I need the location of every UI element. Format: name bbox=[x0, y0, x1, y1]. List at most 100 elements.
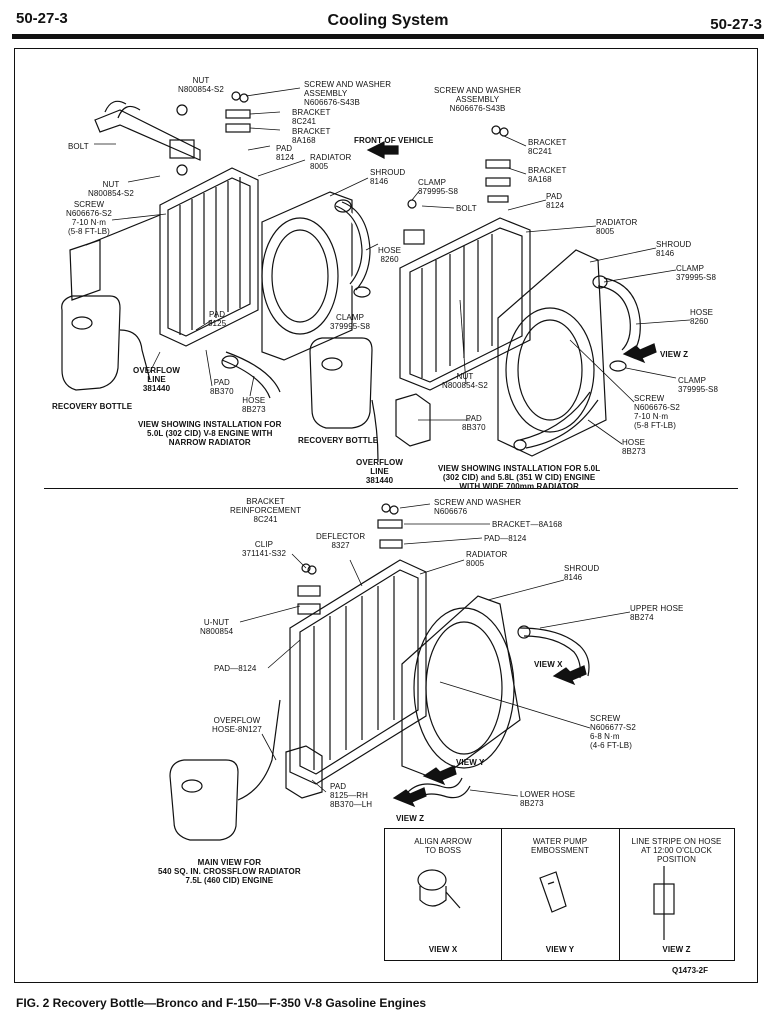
label-view3-screw-washer: SCREW AND WASHER N606676 bbox=[434, 498, 522, 516]
label-view2-clamp-right: CLAMP 379995-S8 bbox=[676, 264, 717, 282]
view2-pad bbox=[395, 393, 431, 447]
label-hose-8260: HOSE 8260 bbox=[378, 246, 402, 264]
label-bolt: BOLT bbox=[68, 142, 89, 151]
label-view2-hose-8b273: HOSE 8B273 bbox=[622, 438, 646, 456]
label-pad-8b370: PAD 8B370 bbox=[210, 378, 234, 396]
label-shroud: SHROUD 8146 bbox=[370, 168, 406, 186]
view2-bracket-stack bbox=[403, 125, 511, 245]
page-header: 50-27-3 Cooling System 50-27-3 bbox=[0, 0, 776, 40]
view1-shroud bbox=[261, 191, 353, 361]
label-overflow-line: OVERFLOW LINE 381440 bbox=[133, 366, 181, 393]
label-view2-hose-8260: HOSE 8260 bbox=[690, 308, 714, 326]
view1-recovery-bottle bbox=[61, 295, 151, 391]
label-bracket-8c241: BRACKET 8C241 bbox=[292, 108, 331, 126]
caption-view2: VIEW SHOWING INSTALLATION FOR 5.0L (302 … bbox=[438, 464, 601, 491]
figure-caption: FIG. 2 Recovery Bottle—Bronco and F-150—… bbox=[16, 996, 427, 1010]
inset-view-y-label: VIEW Y bbox=[545, 945, 575, 954]
view2-recovery-bottle bbox=[309, 337, 379, 461]
label-clamp-lower: CLAMP 379995-S8 bbox=[330, 313, 371, 331]
label-view3-pad-top: PAD—8124 bbox=[484, 534, 527, 543]
label-nut-top: NUT N800854-S2 bbox=[178, 76, 224, 94]
label-view3-deflector: DEFLECTOR 8327 bbox=[316, 532, 366, 550]
view2-shroud bbox=[497, 249, 607, 457]
label-view2-screw-washer: SCREW AND WASHER ASSEMBLY N606676-S43B bbox=[434, 86, 522, 113]
label-view2-bracket-8c241: BRACKET 8C241 bbox=[528, 138, 567, 156]
inset-view-z: LINE STRIPE ON HOSE AT 12:00 O'CLOCK POS… bbox=[619, 829, 734, 960]
label-pad-8125: PAD 8125 bbox=[208, 310, 227, 328]
label-view2-clamp-lower: CLAMP 379995-S8 bbox=[678, 376, 719, 394]
label-view2-pad: PAD 8124 bbox=[546, 192, 565, 210]
label-view2-nut: NUT N800854-S2 bbox=[442, 372, 488, 390]
label-view3-view-x: VIEW X bbox=[534, 660, 563, 669]
label-view2-recovery-bottle: RECOVERY BOTTLE bbox=[298, 436, 379, 445]
label-view2-radiator: RADIATOR 8005 bbox=[596, 218, 638, 236]
view1-radiator bbox=[159, 167, 259, 347]
detail-insets: ALIGN ARROW TO BOSS VIEW X WATER PUMP EM… bbox=[384, 828, 735, 961]
inset-view-y-title: WATER PUMP EMBOSSMENT bbox=[531, 837, 589, 855]
page-number-right: 50-27-3 bbox=[710, 16, 762, 33]
label-view3-lower-hose: LOWER HOSE 8B273 bbox=[520, 790, 576, 808]
label-bracket-8a168: BRACKET 8A168 bbox=[292, 127, 331, 145]
label-view3-radiator: RADIATOR 8005 bbox=[466, 550, 508, 568]
label-view3-u-nut: U-NUT N800854 bbox=[200, 618, 234, 636]
label-view3-overflow-hose: OVERFLOW HOSE-8N127 bbox=[212, 716, 262, 734]
label-view3-bracket-reinf: BRACKET REINFORCEMENT 8C241 bbox=[230, 497, 302, 524]
view3-view-z-arrow bbox=[392, 787, 427, 808]
header-rule bbox=[12, 34, 764, 39]
label-view3-clip: CLIP 371141-S32 bbox=[242, 540, 286, 558]
label-view2-screw: SCREW N606676-S2 7-10 N·m (5-8 FT-LB) bbox=[634, 394, 680, 430]
label-view2-shroud: SHROUD 8146 bbox=[656, 240, 692, 258]
leader-lines bbox=[94, 87, 691, 797]
view3-pad bbox=[285, 745, 323, 799]
view3-radiator bbox=[289, 559, 427, 785]
label-view3-pad-left: PAD—8124 bbox=[214, 664, 257, 673]
figure-divider bbox=[44, 488, 738, 489]
view3-view-x-arrow bbox=[552, 665, 587, 686]
label-screw-washer: SCREW AND WASHER ASSEMBLY N606676-S43B bbox=[304, 80, 392, 107]
label-radiator: RADIATOR 8005 bbox=[310, 153, 352, 171]
label-pad-8124: PAD 8124 bbox=[276, 144, 295, 162]
inset-view-z-sketch bbox=[653, 866, 675, 940]
label-view2-bracket-8a168: BRACKET 8A168 bbox=[528, 166, 567, 184]
figure-code: Q1473-2F bbox=[672, 966, 709, 975]
view3-recovery-bottle bbox=[169, 699, 281, 841]
inset-view-x-sketch bbox=[417, 869, 461, 909]
view2-view-z-arrow bbox=[622, 343, 657, 364]
label-view3-bracket: BRACKET—8A168 bbox=[492, 520, 563, 529]
label-view2-view-z: VIEW Z bbox=[660, 350, 689, 359]
label-hose-8b273: HOSE 8B273 bbox=[242, 396, 266, 414]
caption-view1: VIEW SHOWING INSTALLATION FOR 5.0L (302 … bbox=[138, 420, 282, 447]
label-view3-view-y: VIEW Y bbox=[456, 758, 485, 767]
inset-view-y-sketch bbox=[539, 871, 567, 913]
inset-view-z-title: LINE STRIPE ON HOSE AT 12:00 O'CLOCK POS… bbox=[631, 837, 722, 864]
front-of-vehicle-arrow bbox=[366, 141, 399, 159]
label-view3-upper-hose: UPPER HOSE 8B274 bbox=[630, 604, 684, 622]
inset-view-x-label: VIEW X bbox=[428, 945, 458, 954]
view1-hoses bbox=[221, 199, 371, 399]
label-view2-clamp-top: CLAMP 379995-S8 bbox=[418, 178, 459, 196]
label-recovery-bottle: RECOVERY BOTTLE bbox=[52, 402, 133, 411]
view1-bracket-arm bbox=[69, 100, 201, 301]
label-view2-overflow-line: OVERFLOW LINE 381440 bbox=[356, 458, 404, 485]
inset-view-x-title: ALIGN ARROW TO BOSS bbox=[414, 837, 472, 855]
label-view3-pad-8125: PAD 8125—RH 8B370—LH bbox=[330, 782, 373, 809]
inset-view-x: ALIGN ARROW TO BOSS VIEW X bbox=[385, 829, 502, 960]
page-title: Cooling System bbox=[327, 12, 449, 29]
inset-view-y: WATER PUMP EMBOSSMENT VIEW Y bbox=[501, 829, 620, 960]
label-view3-view-z: VIEW Z bbox=[396, 814, 425, 823]
view2-radiator bbox=[399, 217, 531, 391]
view2-hoses bbox=[513, 275, 641, 451]
figure-frame bbox=[14, 48, 758, 983]
view3-bracket-stack bbox=[297, 503, 403, 615]
label-view2-bolt: BOLT bbox=[456, 204, 477, 213]
label-view2-pad-8b370: PAD 8B370 bbox=[462, 414, 486, 432]
label-view3-shroud: SHROUD 8146 bbox=[564, 564, 600, 582]
label-front-of-vehicle: FRONT OF VEHICLE bbox=[354, 136, 434, 145]
label-view3-screw: SCREW N606677-S2 6-8 N·m (4-6 FT-LB) bbox=[590, 714, 636, 750]
page-number-left: 50-27-3 bbox=[16, 10, 68, 27]
label-nut-left: NUT N800854-S2 bbox=[88, 180, 134, 198]
caption-view3: MAIN VIEW FOR 540 SQ. IN. CROSSFLOW RADI… bbox=[158, 858, 301, 885]
view3-view-y-arrow bbox=[422, 765, 457, 786]
view3-shroud bbox=[401, 595, 521, 781]
